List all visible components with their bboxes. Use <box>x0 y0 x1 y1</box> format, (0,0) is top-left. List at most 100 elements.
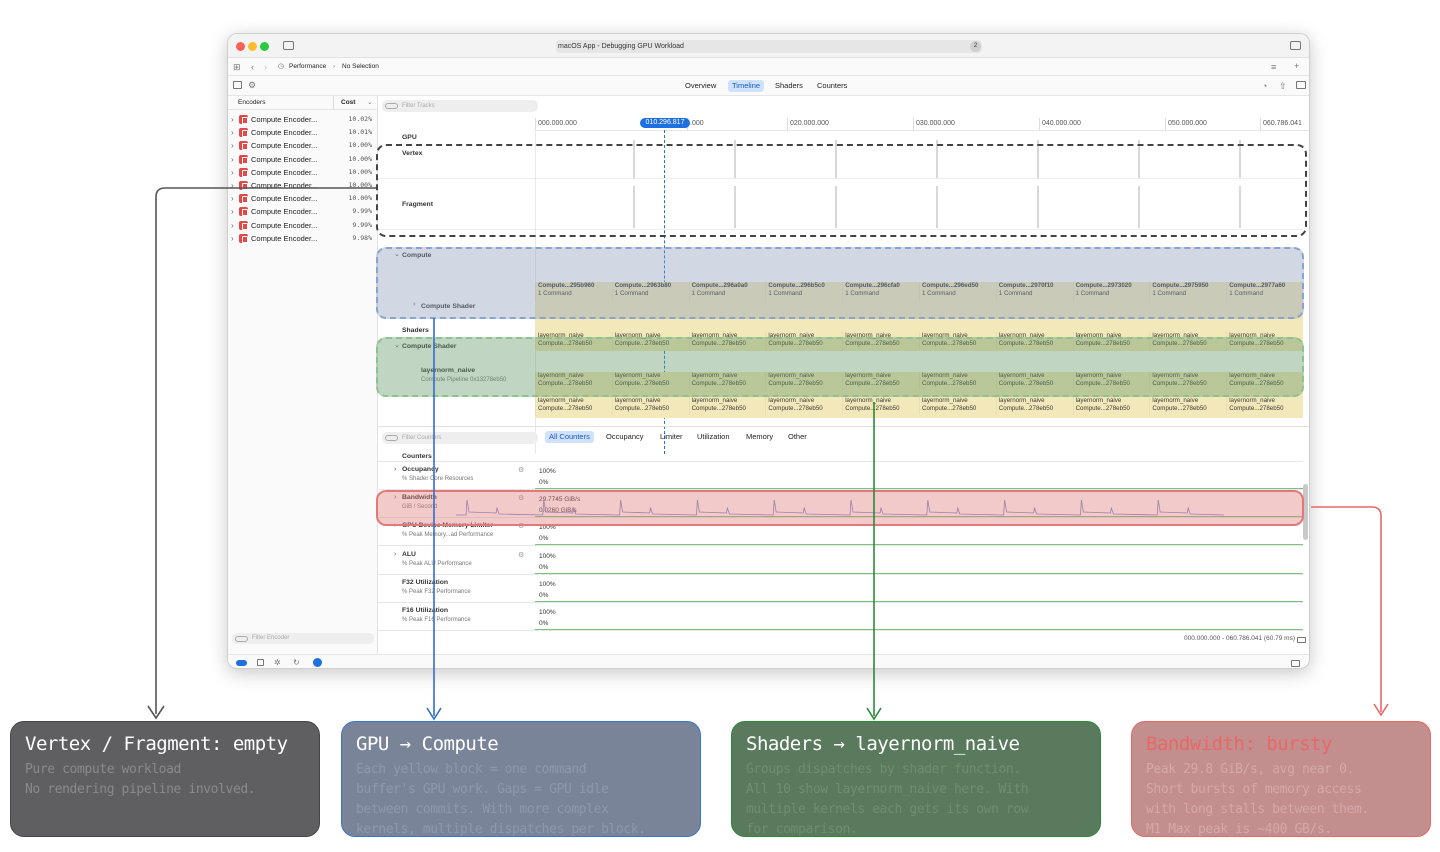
expand-chevron-icon[interactable]: › <box>394 550 397 558</box>
breadcrumb-selection[interactable]: No Selection <box>342 63 379 70</box>
expand-chevron-icon[interactable]: › <box>231 181 234 190</box>
inspector-toggle-icon[interactable] <box>1290 41 1301 50</box>
expand-chevron-icon[interactable]: › <box>231 207 234 217</box>
expand-chevron-icon[interactable]: › <box>231 220 234 230</box>
expand-chevron-icon[interactable]: › <box>231 167 234 177</box>
encoder-row[interactable]: ›Compute Encoder...10.00% <box>228 166 378 179</box>
expand-chevron-icon[interactable]: › <box>231 194 234 204</box>
issue-badge[interactable]: 2 <box>970 41 981 52</box>
expand-chevron-icon[interactable]: › <box>413 301 416 308</box>
grid-icon[interactable]: ⊞ <box>233 62 241 72</box>
encoder-row[interactable]: ›Compute Encoder...9.98% <box>228 232 378 245</box>
track-fragment[interactable]: Fragment <box>402 201 433 208</box>
encoder-row[interactable]: ›Compute Encoder...10.02% <box>228 113 378 126</box>
gear-icon[interactable]: ⚙ <box>518 523 525 531</box>
expand-chevron-icon[interactable]: › <box>231 141 234 151</box>
encoders-column-header[interactable]: Encoders <box>238 99 266 106</box>
expand-chevron-icon[interactable]: › <box>394 466 397 473</box>
list-icon[interactable]: ≡ <box>1271 62 1277 72</box>
expand-chevron-icon[interactable]: › <box>231 115 234 124</box>
gear-icon[interactable]: ⚙ <box>518 467 525 474</box>
tab-overview[interactable]: Overview <box>685 81 717 90</box>
breadcrumb-performance[interactable]: Performance <box>289 63 327 70</box>
tab-shaders[interactable]: Shaders <box>775 81 803 90</box>
expand-chevron-icon[interactable]: › <box>231 233 234 243</box>
counter-row[interactable]: ›ALU% Peak ALU Performance⚙100%0% <box>378 547 1303 575</box>
cost-column-header[interactable]: Cost <box>341 99 356 106</box>
settings-icon[interactable]: ⚙ <box>248 80 257 90</box>
encoder-row[interactable]: ›Compute Encoder...10.00% <box>228 153 378 166</box>
info-icon[interactable] <box>313 658 322 667</box>
encoder-row[interactable]: ›Compute Encoder...9.99% <box>228 205 378 218</box>
tab-utilization[interactable]: Utilization <box>697 432 730 441</box>
layout-icon[interactable] <box>233 81 242 89</box>
expand-chevron-icon[interactable]: › <box>394 494 397 502</box>
sidebar-toggle-icon[interactable] <box>283 41 294 50</box>
track-compute[interactable]: Compute <box>402 252 432 259</box>
pipeline-name[interactable]: layernorm_naive <box>421 367 476 374</box>
minimize-window-button[interactable] <box>248 42 257 51</box>
filter-encoder-input[interactable]: Filter Encoder <box>232 633 374 644</box>
sort-chevron-icon[interactable]: ⌄ <box>367 99 373 106</box>
refresh-icon[interactable]: ↻ <box>293 658 300 667</box>
forward-icon[interactable]: › <box>264 62 267 72</box>
close-window-button[interactable] <box>236 42 245 51</box>
tab-timeline[interactable]: Timeline <box>728 80 765 92</box>
tab-memory[interactable]: Memory <box>746 432 774 441</box>
share-icon[interactable]: ⇧ <box>1279 81 1287 91</box>
tab-other[interactable]: Other <box>788 432 807 441</box>
clock-icon[interactable]: ◔ <box>1262 81 1268 91</box>
track-vertex[interactable]: Vertex <box>402 150 423 157</box>
counters-scrollbar[interactable] <box>1303 484 1308 540</box>
filter-counters-input[interactable]: Filter Counters <box>382 432 538 444</box>
minimap-icon[interactable] <box>1297 637 1306 643</box>
add-icon[interactable]: + <box>1294 61 1300 71</box>
time-ruler[interactable] <box>535 116 1309 131</box>
encoder-row[interactable]: ›Compute Encoder...10.00% <box>228 139 378 152</box>
timeline-mode-icon[interactable] <box>236 660 247 666</box>
track-compute-shader[interactable]: Compute Shader <box>421 303 476 310</box>
encoder-row[interactable]: ›Compute Encoder...10.00% <box>228 179 378 192</box>
square-icon[interactable] <box>257 659 264 666</box>
panel-icon[interactable] <box>1296 81 1306 89</box>
console-icon[interactable] <box>1291 660 1300 667</box>
collapse-chevron-icon[interactable]: ⌄ <box>394 251 400 258</box>
